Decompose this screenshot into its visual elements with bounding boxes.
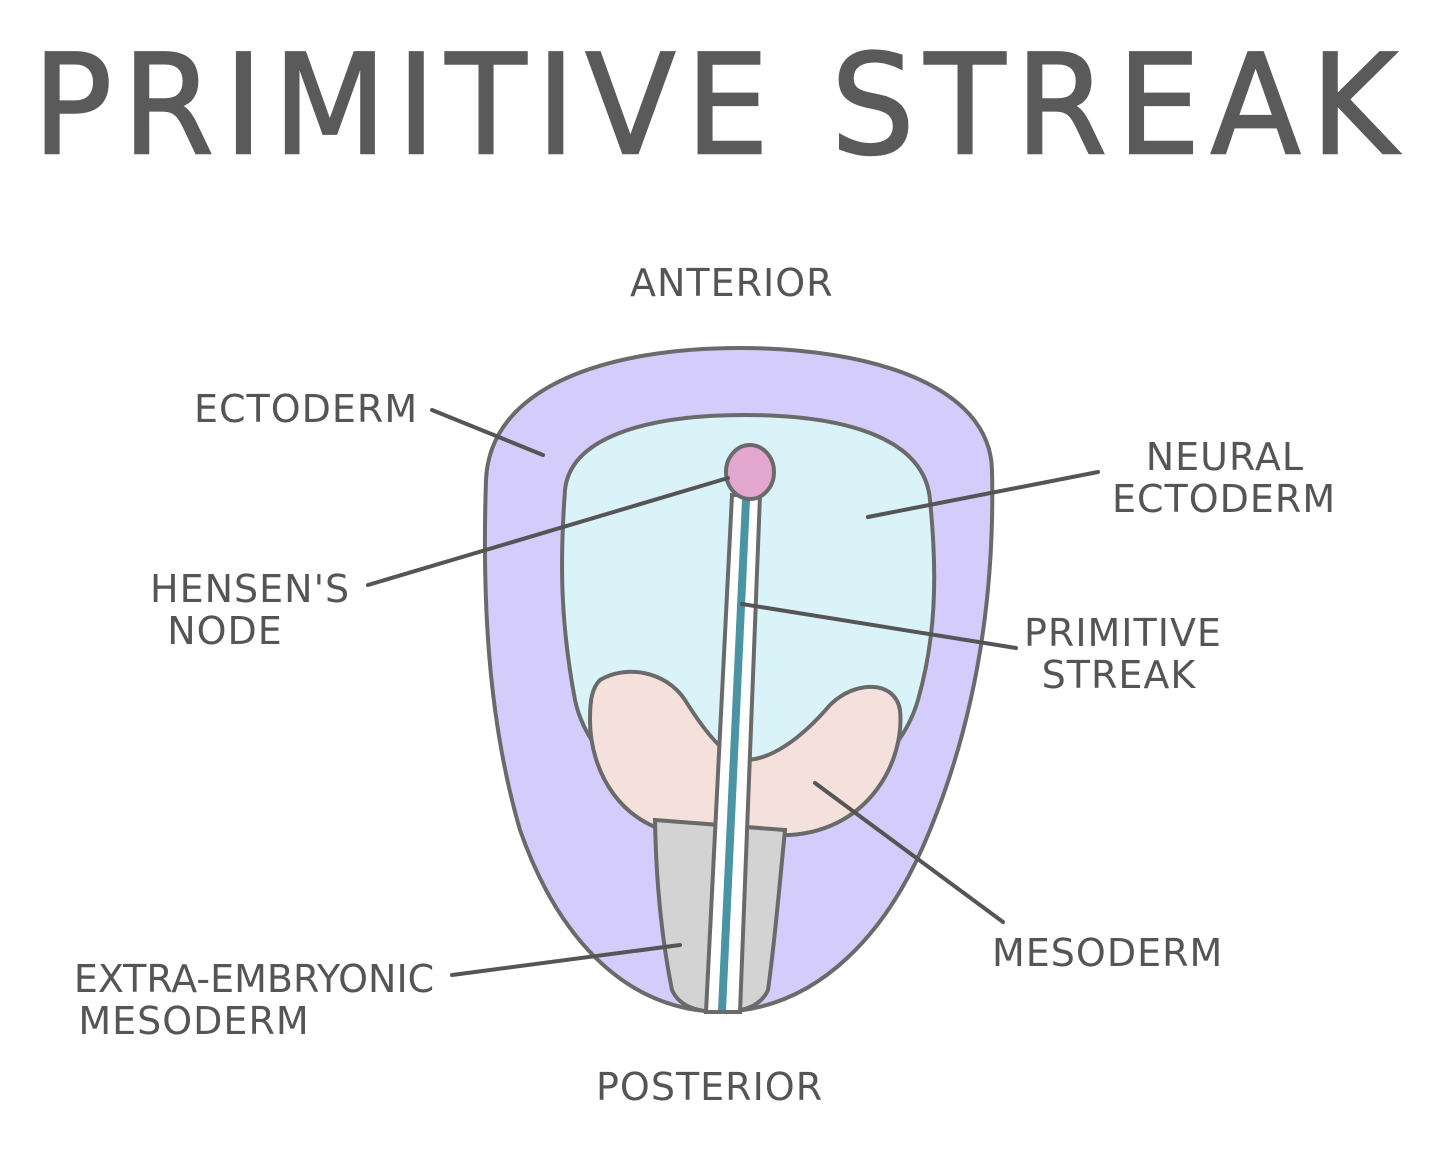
- neural-ectoderm-label-line2: ECTODERM: [1112, 477, 1337, 521]
- leader-line-neural-ectoderm: [866, 470, 1100, 519]
- extra-embryonic-mesoderm-label-line1: EXTRA-EMBRYONIC: [73, 957, 435, 1001]
- neural-ectoderm-label: NEURAL ECTODERM: [1112, 435, 1337, 521]
- mesoderm-label: MESODERM: [992, 931, 1224, 975]
- leader-line-primitive-streak: [740, 602, 1018, 650]
- leader-line-hensens-node: [366, 476, 730, 587]
- ectoderm-label: ECTODERM: [194, 387, 419, 431]
- extra-embryonic-mesoderm-label-line2: MESODERM: [78, 999, 310, 1043]
- leader-line-extra-embryonic-mesoderm: [450, 943, 682, 977]
- hensens-node: [724, 443, 776, 501]
- posterior-label: POSTERIOR: [596, 1065, 824, 1109]
- primitive-streak-label-line2: STREAK: [1041, 653, 1197, 697]
- extra-embryonic-mesoderm-label: EXTRA-EMBRYONIC MESODERM: [64, 958, 444, 1042]
- primitive-streak-label: PRIMITIVE STREAK: [1024, 611, 1222, 697]
- neural-ectoderm-label-line1: NEURAL: [1145, 435, 1304, 479]
- hensens-node-label-line2: NODE: [167, 609, 283, 653]
- leader-line-mesoderm: [813, 781, 1005, 924]
- primitive-streak-core: [718, 500, 750, 1010]
- hensens-node-label: HENSEN'S NODE: [150, 568, 350, 652]
- leader-line-ectoderm: [430, 408, 545, 457]
- hensens-node-label-line1: HENSEN'S: [150, 567, 351, 611]
- primitive-streak-label-line1: PRIMITIVE: [1024, 611, 1222, 655]
- anterior-label: ANTERIOR: [630, 261, 834, 305]
- diagram-title: PRIMITIVE STREAK: [32, 25, 1408, 187]
- mesoderm-region: [587, 669, 903, 837]
